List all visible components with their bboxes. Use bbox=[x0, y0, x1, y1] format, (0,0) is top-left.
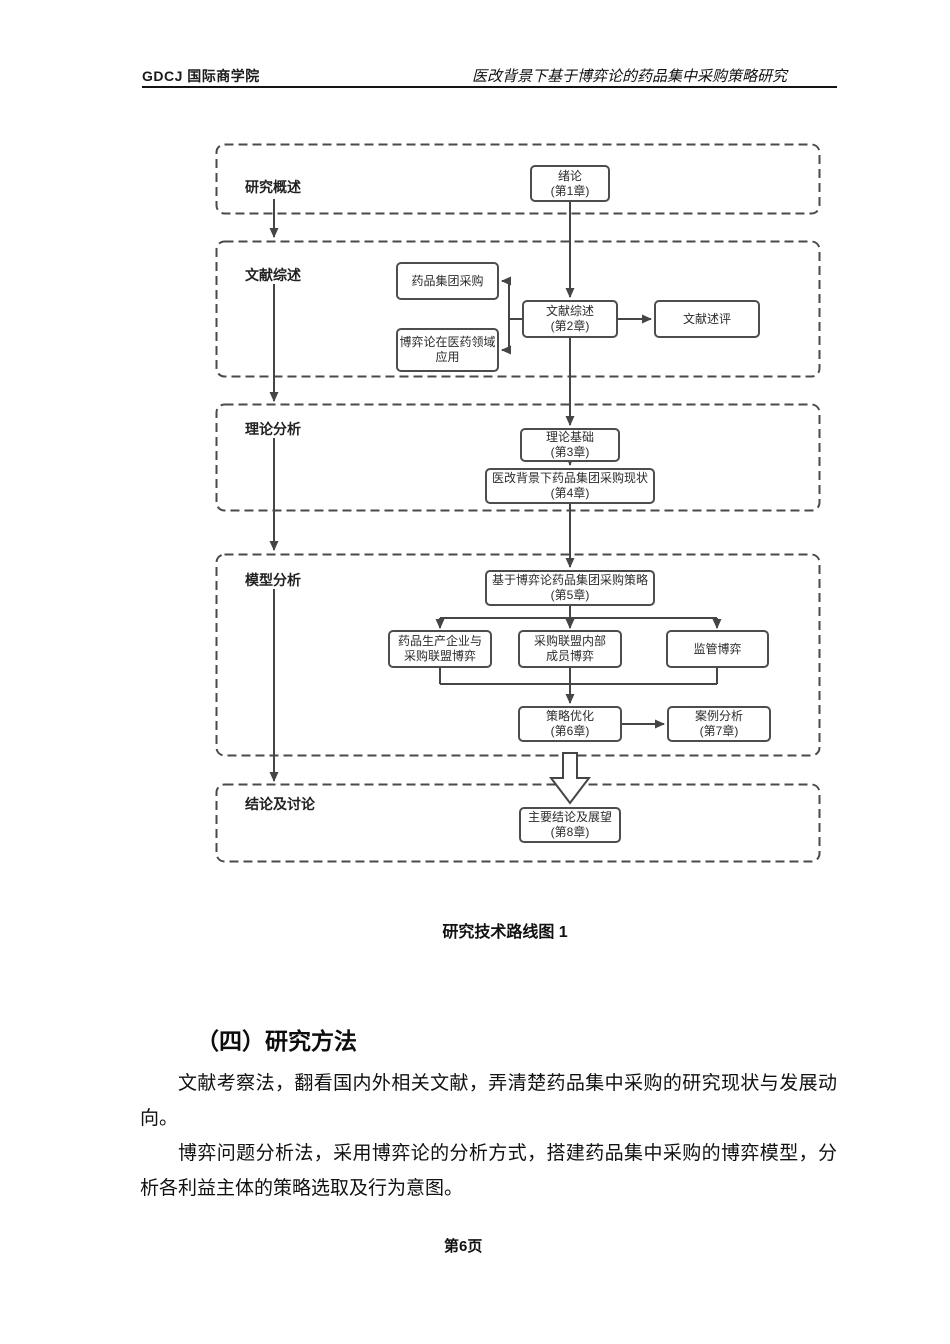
figure-caption: 研究技术路线图 1 bbox=[442, 924, 568, 941]
node-text: (第4章) bbox=[550, 486, 590, 500]
node-text: (第5章) bbox=[550, 588, 590, 602]
paragraph-literature-method: 文献考察法，翻看国内外相关文献，弄清楚药品集中采购的研究现状与发展动向。 bbox=[140, 1073, 837, 1129]
section-outline-conclusion bbox=[215, 783, 821, 863]
node-producer-alliance-game: 药品生产企业与 采购联盟博弈 bbox=[388, 630, 492, 668]
paragraph-game-analysis-method: 博弈问题分析法，采用博弈论的分析方式，搭建药品集中采购的博弈模型，分析各利益主体… bbox=[140, 1143, 837, 1199]
section-heading: （四）研究方法 bbox=[196, 1028, 357, 1054]
section-label-literature: 文献综述 bbox=[245, 267, 301, 283]
node-strategy-optimization: 策略优化 (第6章) bbox=[518, 706, 622, 742]
node-text: 药品生产企业与 bbox=[397, 634, 482, 648]
node-text: 采购联盟内部 bbox=[533, 634, 606, 648]
node-text: 应用 bbox=[435, 350, 460, 364]
node-text: (第2章) bbox=[550, 319, 590, 333]
running-title: 医改背景下基于博弈论的药品集中采购策略研究 bbox=[471, 69, 787, 85]
section-outlines bbox=[215, 143, 821, 863]
node-text: 案例分析 bbox=[694, 709, 743, 723]
node-text: 医改背景下药品集团采购现状 bbox=[491, 471, 648, 485]
node-literature-review: 文献综述 (第2章) bbox=[522, 300, 618, 338]
node-game-theory-in-medicine: 博弈论在医药领域 应用 bbox=[396, 328, 499, 372]
section-label-conclusion: 结论及讨论 bbox=[245, 796, 315, 812]
research-route-diagram: 研究概述 文献综述 理论分析 模型分析 结论及讨论 绪论 (第1章) 药品集团采… bbox=[215, 143, 822, 863]
node-literature-commentary: 文献述评 bbox=[654, 300, 760, 338]
node-text: 策略优化 bbox=[545, 709, 594, 723]
node-drug-group-purchasing: 药品集团采购 bbox=[396, 262, 499, 300]
node-text: 基于博弈论药品集团采购策略 bbox=[491, 573, 648, 587]
node-game-strategy: 基于博弈论药品集团采购策略 (第5章) bbox=[485, 570, 655, 606]
diagram-canvas bbox=[215, 143, 821, 863]
node-text: 药品集团采购 bbox=[411, 273, 484, 288]
section-outline-theory bbox=[215, 403, 821, 512]
section-outline-overview bbox=[215, 143, 821, 215]
node-alliance-members-game: 采购联盟内部 成员博弈 bbox=[518, 630, 622, 668]
body-text: 文献考察法，翻看国内外相关文献，弄清楚药品集中采购的研究现状与发展动向。 博弈问… bbox=[140, 1066, 837, 1206]
node-text: (第6章) bbox=[550, 724, 590, 738]
section-label-model: 模型分析 bbox=[245, 572, 301, 588]
node-text: 监管博弈 bbox=[693, 641, 742, 656]
node-text: (第1章) bbox=[550, 183, 590, 198]
page-header: GDCJ 国际商学院 医改背景下基于博弈论的药品集中采购策略研究 bbox=[142, 60, 837, 88]
node-text: (第8章) bbox=[550, 825, 590, 839]
node-text: 文献述评 bbox=[682, 311, 731, 326]
node-purchasing-status: 医改背景下药品集团采购现状 (第4章) bbox=[485, 468, 655, 504]
institution-name: GDCJ 国际商学院 bbox=[142, 68, 260, 84]
node-text: 主要结论及展望 bbox=[527, 810, 612, 824]
section-outline-literature bbox=[215, 240, 821, 378]
block-arrow-down bbox=[548, 752, 592, 805]
node-case-analysis: 案例分析 (第7章) bbox=[667, 706, 771, 742]
section-label-overview: 研究概述 bbox=[245, 179, 301, 195]
node-regulation-game: 监管博弈 bbox=[666, 630, 769, 668]
node-text: 绪论 bbox=[557, 168, 582, 183]
node-conclusion-outlook: 主要结论及展望 (第8章) bbox=[519, 807, 621, 843]
node-text: 理论基础 bbox=[545, 430, 594, 444]
node-introduction: 绪论 (第1章) bbox=[530, 165, 610, 202]
literature-branch-connectors bbox=[501, 276, 652, 355]
node-text: 文献综述 bbox=[545, 304, 594, 318]
node-text: 成员博弈 bbox=[545, 649, 594, 663]
node-theoretical-basis: 理论基础 (第3章) bbox=[520, 428, 620, 462]
section-outline-model bbox=[215, 553, 821, 757]
model-branch-connectors bbox=[435, 606, 722, 729]
node-text: (第7章) bbox=[699, 724, 739, 738]
page-number: 第6页 bbox=[444, 1238, 483, 1255]
node-text: 采购联盟博弈 bbox=[403, 649, 476, 663]
section-label-theory: 理论分析 bbox=[245, 421, 301, 437]
node-text: (第3章) bbox=[550, 445, 590, 459]
node-text: 博弈论在医药领域 bbox=[399, 335, 496, 349]
